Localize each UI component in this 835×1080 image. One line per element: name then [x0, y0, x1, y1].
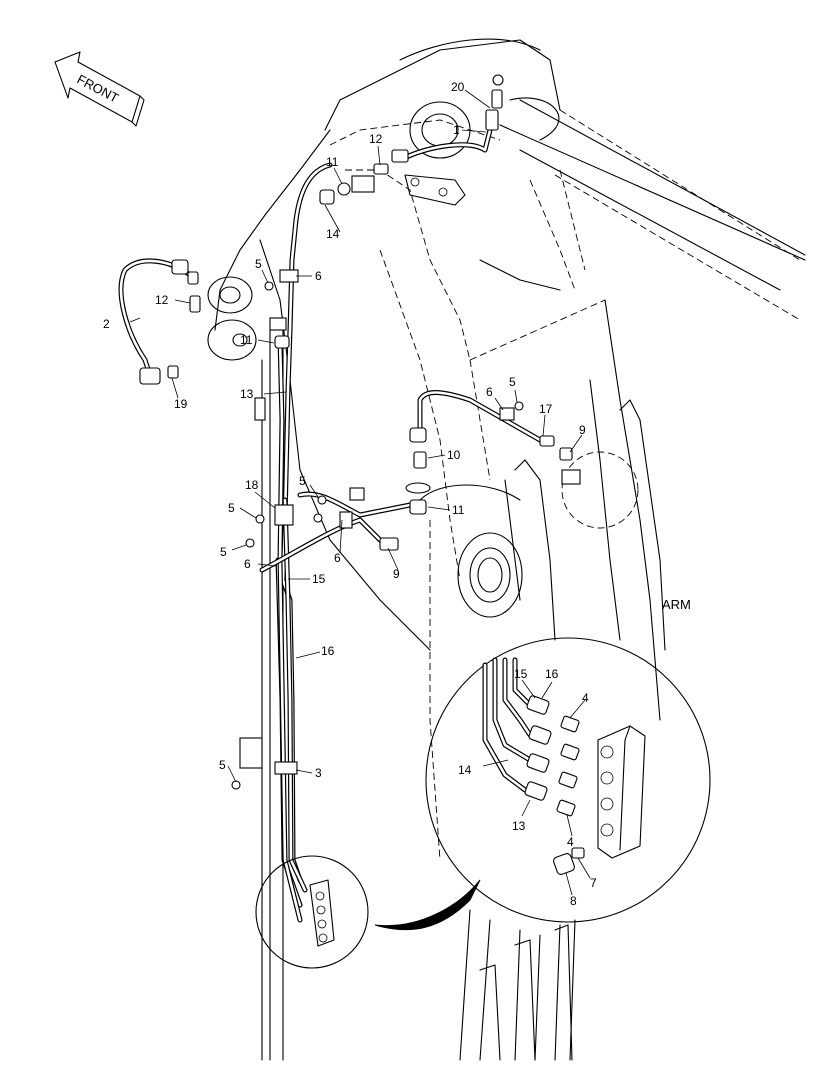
front-arrow-label: FRONT: [75, 71, 122, 105]
fittings: [139, 74, 581, 790]
leader-lines: [129, 89, 591, 896]
callout-18: 18: [245, 478, 259, 492]
callout-2: 2: [103, 317, 110, 331]
callout-labels: 20 1 12 11 14 5 6 12 2 11 19 13 5 6 17 9…: [103, 80, 691, 908]
front-arrow: FRONT: [54, 51, 145, 127]
callout-3: 3: [315, 766, 322, 780]
callout-15-main: 15: [312, 572, 326, 586]
hose-bundle: [118, 127, 543, 923]
boom-structure: [207, 38, 806, 1061]
callout-14-main: 14: [326, 227, 340, 241]
callout-9-a: 9: [579, 423, 586, 437]
callout-16-detail: 16: [545, 667, 559, 681]
callout-14-detail: 14: [458, 763, 472, 777]
callout-4-top: 4: [582, 691, 589, 705]
callout-10: 10: [447, 448, 461, 462]
callout-11-top: 11: [326, 155, 339, 169]
callout-6-a: 6: [315, 269, 322, 283]
callout-5-e: 5: [220, 545, 227, 559]
callout-5-d: 5: [228, 501, 235, 515]
callout-12-left: 12: [155, 293, 169, 307]
callout-12-top: 12: [369, 132, 383, 146]
large-detail-inset: [425, 637, 711, 923]
callout-5-c: 5: [299, 474, 306, 488]
callout-15-detail: 15: [514, 667, 528, 681]
callout-8: 8: [570, 894, 577, 908]
callout-11-mid: 11: [240, 333, 253, 347]
callout-19: 19: [174, 397, 188, 411]
callout-4-bottom: 4: [567, 835, 574, 849]
callout-6-c: 6: [244, 557, 251, 571]
small-detail-inset: [255, 855, 369, 969]
callout-16-main: 16: [321, 644, 335, 658]
callout-11-low: 11: [452, 503, 465, 517]
callout-20: 20: [451, 80, 465, 94]
callout-7: 7: [590, 876, 597, 890]
callout-5-a: 5: [255, 257, 262, 271]
callout-9-b: 9: [393, 567, 400, 581]
callout-6-d: 6: [334, 551, 341, 565]
callout-5-f: 5: [219, 758, 226, 772]
callout-13-detail: 13: [512, 819, 526, 833]
callout-6-b: 6: [486, 385, 493, 399]
callout-13-main: 13: [240, 387, 254, 401]
callout-1: 1: [453, 123, 460, 137]
arm-label: ARM: [662, 597, 691, 612]
callout-5-b: 5: [509, 375, 516, 389]
callout-17: 17: [539, 402, 553, 416]
detail-pointer-arrow: [374, 879, 481, 931]
